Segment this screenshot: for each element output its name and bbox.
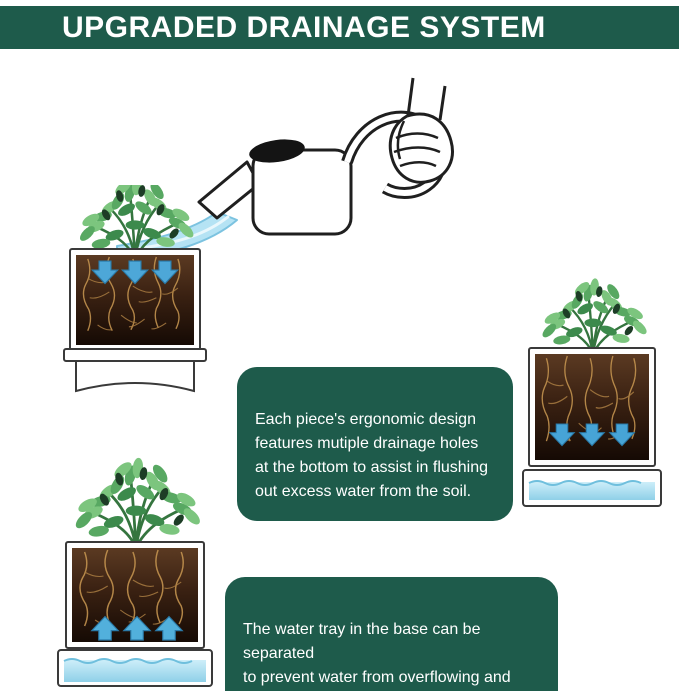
- page-title: UPGRADED DRAINAGE SYSTEM: [62, 10, 546, 44]
- plant-foliage-icon: [71, 455, 205, 550]
- up-arrows-icon: [91, 616, 183, 641]
- pot-lip: [63, 348, 207, 362]
- planter-water-storage-illustration: [57, 455, 213, 687]
- water-wave-icon: [63, 658, 193, 664]
- plant-foliage-icon: [539, 276, 651, 356]
- plant-foliage-icon: [76, 185, 198, 261]
- down-arrows-icon: [91, 260, 179, 285]
- tray-water: [529, 482, 655, 500]
- tray-water: [64, 660, 206, 682]
- pot-base: [75, 360, 195, 393]
- hand-icon: [388, 77, 454, 184]
- watering-can-pouring-illustration: [116, 77, 454, 262]
- banner: UPGRADED DRAINAGE SYSTEM: [0, 6, 679, 49]
- water-wave-icon: [528, 480, 642, 486]
- water-storage-callout-text: The water tray in the base can be separa…: [243, 621, 511, 686]
- drainage-callout: Each piece's ergonomic design features m…: [237, 367, 513, 521]
- drainage-callout-text: Each piece's ergonomic design features m…: [255, 411, 489, 500]
- water-storage-callout: The water tray in the base can be separa…: [225, 577, 558, 691]
- planter-top-watering-illustration: [63, 185, 207, 393]
- down-arrows-icon: [549, 423, 635, 447]
- planter-bottom-drainage-illustration: [522, 276, 662, 507]
